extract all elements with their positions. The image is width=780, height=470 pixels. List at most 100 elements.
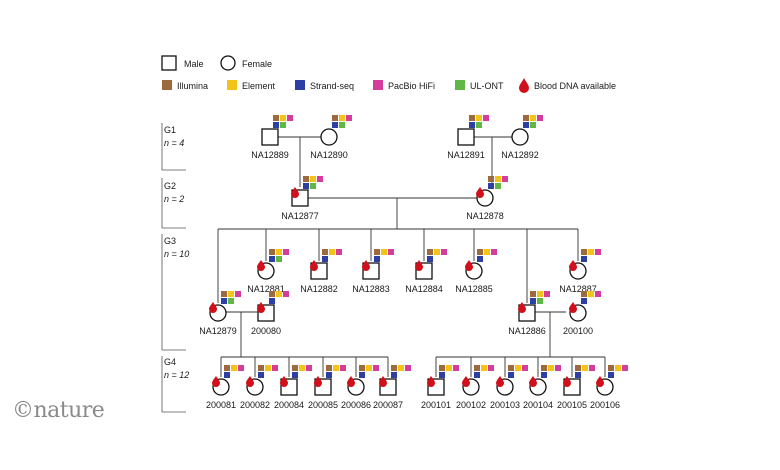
strandseq-chip: [332, 122, 338, 128]
strandseq-chip: [541, 372, 547, 378]
ont-chip: [310, 183, 316, 189]
element-chip: [588, 291, 594, 297]
element-chip: [495, 176, 501, 182]
strandseq-chip: [469, 122, 475, 128]
illumina-chip: [322, 249, 328, 255]
element-chip: [333, 365, 339, 371]
illumina-chip: [427, 249, 433, 255]
generation-brackets: [161, 123, 186, 413]
illumina-chip: [439, 365, 445, 371]
individual-id-label: 200101: [421, 400, 451, 410]
copyright-symbol: ©: [12, 398, 34, 423]
strandseq-chip: [391, 372, 397, 378]
element-chip: [228, 291, 234, 297]
individual-id-label: NA12891: [447, 150, 485, 160]
blood-drop-icon: [415, 260, 423, 271]
element-chip: [231, 365, 237, 371]
individual-na12886: NA12886: [508, 291, 550, 336]
illumina-chip: [292, 365, 298, 371]
individual-id-label: NA12889: [251, 150, 289, 160]
hifi-chip: [544, 291, 550, 297]
ont-chip: [530, 122, 536, 128]
strandseq-chip: [303, 183, 309, 189]
generation-g2-count: n = 2: [164, 194, 184, 204]
illumina-chip: [332, 115, 338, 121]
legend-illumina-swatch: [162, 80, 172, 90]
individual-na12883: NA12883: [352, 249, 394, 294]
blood-drop-icon: [362, 260, 370, 271]
blood-drop-icon: [465, 260, 473, 271]
strandseq-chip: [608, 372, 614, 378]
individual-na12884: NA12884: [405, 249, 447, 294]
generation-g3-count: n = 10: [164, 249, 189, 259]
individual-id-label: NA12886: [508, 326, 546, 336]
individual-200104: 200104: [523, 365, 561, 410]
blood-drop-icon: [596, 376, 604, 387]
individual-id-label: NA12887: [559, 284, 597, 294]
element-chip: [537, 291, 543, 297]
element-chip: [265, 365, 271, 371]
hifi-chip: [283, 291, 289, 297]
strandseq-chip: [273, 122, 279, 128]
individual-id-label: NA12883: [352, 284, 390, 294]
strandseq-chip: [427, 256, 433, 262]
individual-na12877: NA12877: [281, 176, 323, 221]
element-chip: [434, 249, 440, 255]
legend-element-swatch: [227, 80, 237, 90]
strandseq-chip: [359, 372, 365, 378]
individual-na12878: NA12878: [466, 176, 508, 221]
illumina-chip: [581, 291, 587, 297]
legend-hifi-label: PacBio HiFi: [388, 81, 435, 91]
individual-na12889: NA12889: [251, 115, 293, 160]
individual-200103: 200103: [490, 365, 528, 410]
illumina-chip: [326, 365, 332, 371]
individual-200106: 200106: [590, 365, 628, 410]
element-chip: [280, 115, 286, 121]
blood-drop-icon: [563, 376, 571, 387]
generation-g4-count: n = 12: [164, 370, 189, 380]
hifi-chip: [595, 291, 601, 297]
individual-id-label: 200087: [373, 400, 403, 410]
legend-blood-label: Blood DNA available: [534, 81, 616, 91]
element-chip: [476, 115, 482, 121]
strandseq-chip: [488, 183, 494, 189]
strandseq-chip: [439, 372, 445, 378]
female-symbol: [511, 128, 529, 146]
individual-na12890: NA12890: [310, 115, 352, 160]
legend-strandseq-swatch: [295, 80, 305, 90]
legend-ont-label: UL-ONT: [470, 81, 504, 91]
strandseq-chip: [530, 298, 536, 304]
blood-drop-icon: [379, 376, 387, 387]
strandseq-chip: [269, 298, 275, 304]
individual-id-label: 200103: [490, 400, 520, 410]
illumina-chip: [575, 365, 581, 371]
illumina-chip: [303, 176, 309, 182]
hifi-chip: [483, 115, 489, 121]
strandseq-chip: [575, 372, 581, 378]
individual-200081: 200081: [206, 365, 244, 410]
individual-id-label: 200082: [240, 400, 270, 410]
element-chip: [588, 249, 594, 255]
individual-id-label: NA12885: [455, 284, 493, 294]
individual-id-label: NA12884: [405, 284, 443, 294]
blood-drop-icon: [518, 302, 526, 313]
element-chip: [310, 176, 316, 182]
individual-na12891: NA12891: [447, 115, 489, 160]
individual-id-label: 200105: [557, 400, 587, 410]
individual-na12887: NA12887: [559, 249, 601, 294]
element-chip: [381, 249, 387, 255]
individual-na12882: NA12882: [300, 249, 342, 294]
ont-chip: [276, 256, 282, 262]
illumina-chip: [541, 365, 547, 371]
hifi-chip: [238, 365, 244, 371]
blood-drop-icon: [519, 78, 529, 93]
illumina-chip: [530, 291, 536, 297]
blood-drop-icon: [529, 376, 537, 387]
individual-id-label: 200102: [456, 400, 486, 410]
ont-chip: [280, 122, 286, 128]
illumina-chip: [273, 115, 279, 121]
hifi-chip: [405, 365, 411, 371]
generation-g2-label: G2: [164, 181, 176, 191]
strandseq-chip: [322, 256, 328, 262]
